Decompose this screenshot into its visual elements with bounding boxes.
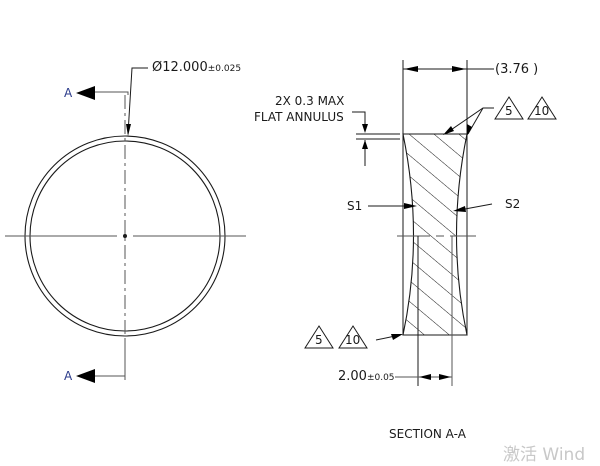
lens-section-body — [403, 134, 467, 335]
annulus-note-line1: 2X 0.3 MAX — [275, 94, 345, 108]
diameter-leader — [127, 67, 148, 135]
diameter-arrow — [126, 124, 131, 136]
section-label-top: A — [64, 86, 73, 100]
annulus-leader — [352, 111, 366, 128]
section-arrow-top — [76, 86, 95, 100]
section-label-bottom: A — [64, 369, 73, 383]
diameter-tolerance: ±0.025 — [207, 64, 242, 74]
finish-symbol-bottom-2: 10 — [338, 325, 368, 349]
diameter-value: 12.000 — [162, 60, 208, 75]
triangle-icon — [494, 96, 524, 120]
section-line-bottom — [92, 338, 126, 377]
finish-symbol-top-1: 5 — [494, 96, 524, 120]
triangle-icon — [304, 325, 334, 349]
thickness-value: 2.00 — [338, 369, 367, 384]
thickness-label: 2.00±0.05 — [338, 370, 395, 383]
surface-s2-label: S2 — [505, 197, 521, 211]
thickness-tolerance: ±0.05 — [366, 373, 395, 383]
s2-leader — [464, 203, 493, 210]
section-title: SECTION A-A — [389, 427, 466, 441]
front-view — [5, 67, 246, 383]
surface-s1-label: S1 — [347, 199, 363, 213]
section-arrow-bottom — [76, 369, 95, 383]
diameter-label: Ø12.000±0.025 — [152, 61, 241, 74]
triangle-icon — [338, 325, 368, 349]
overall-width-label: (3.76 ) — [495, 62, 539, 77]
triangle-icon — [527, 96, 557, 120]
annulus-note-line2: FLAT ANNULUS — [254, 110, 344, 124]
section-view — [352, 60, 494, 386]
finish-symbol-top-2: 10 — [527, 96, 557, 120]
center-point — [123, 234, 127, 238]
finish-symbol-bottom-1: 5 — [304, 325, 334, 349]
activation-watermark: 激活 Wind — [503, 445, 586, 465]
section-line-top — [92, 91, 129, 95]
diameter-symbol: Ø — [152, 60, 163, 75]
